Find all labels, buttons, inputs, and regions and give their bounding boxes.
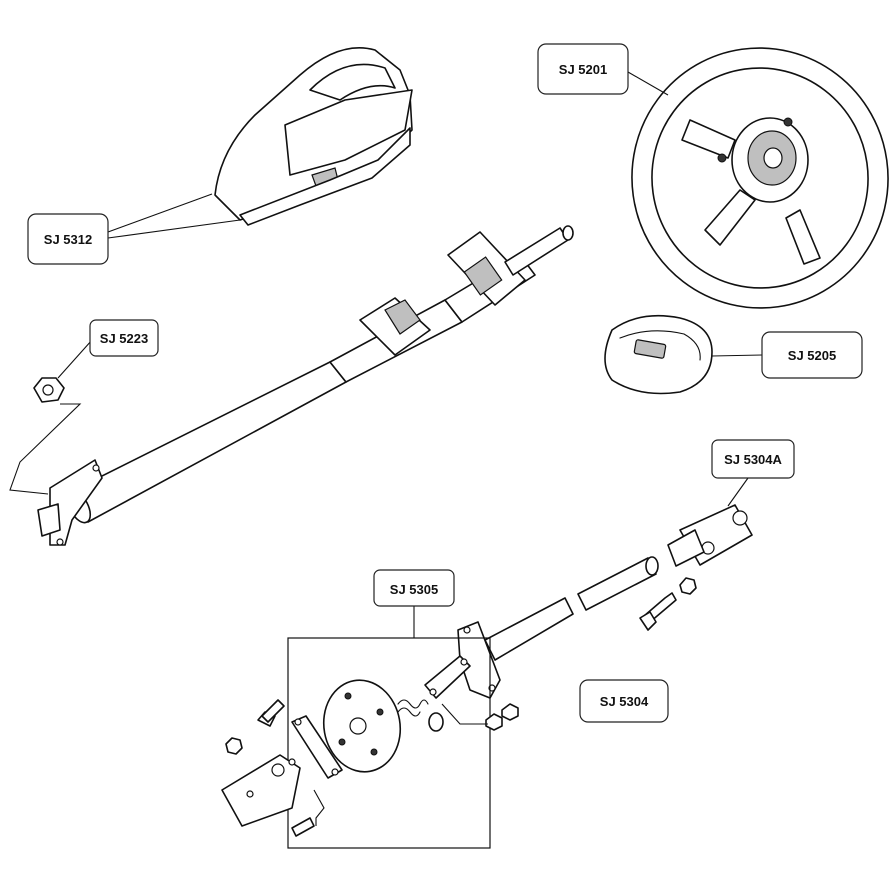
bolts-lower bbox=[225, 699, 519, 837]
coupling-kit-box bbox=[287, 637, 491, 849]
callout-label: SJ 5304A bbox=[724, 452, 782, 467]
leader-lines bbox=[9, 71, 763, 826]
spring bbox=[397, 699, 429, 717]
nut-sj5223 bbox=[33, 377, 65, 403]
callout-sj5312: SJ 5312 bbox=[27, 213, 109, 265]
steering-wheel bbox=[631, 47, 889, 309]
bolt-and-nut-upper bbox=[639, 577, 697, 631]
callout-label: SJ 5305 bbox=[390, 582, 438, 597]
callout-sj5201: SJ 5201 bbox=[537, 43, 629, 95]
callout-sj5304a: SJ 5304A bbox=[711, 439, 795, 479]
steering-column-tube bbox=[37, 225, 574, 546]
callout-sj5223: SJ 5223 bbox=[89, 319, 159, 357]
callout-label: SJ 5223 bbox=[100, 331, 148, 346]
lower-shaft bbox=[457, 556, 659, 699]
lower-flange bbox=[221, 754, 301, 827]
coupling-link-plates bbox=[291, 655, 471, 779]
horn-pad bbox=[604, 314, 713, 395]
coupling-disc bbox=[322, 679, 402, 773]
callout-label: SJ 5312 bbox=[44, 232, 92, 247]
column-shroud bbox=[214, 47, 413, 226]
callout-sj5305: SJ 5305 bbox=[373, 569, 455, 607]
universal-joint bbox=[667, 504, 753, 567]
callout-sj5205: SJ 5205 bbox=[761, 331, 863, 379]
callout-label: SJ 5201 bbox=[559, 62, 607, 77]
callout-label: SJ 5304 bbox=[600, 694, 649, 709]
callout-sj5304: SJ 5304 bbox=[579, 679, 669, 723]
callout-label: SJ 5205 bbox=[788, 348, 836, 363]
